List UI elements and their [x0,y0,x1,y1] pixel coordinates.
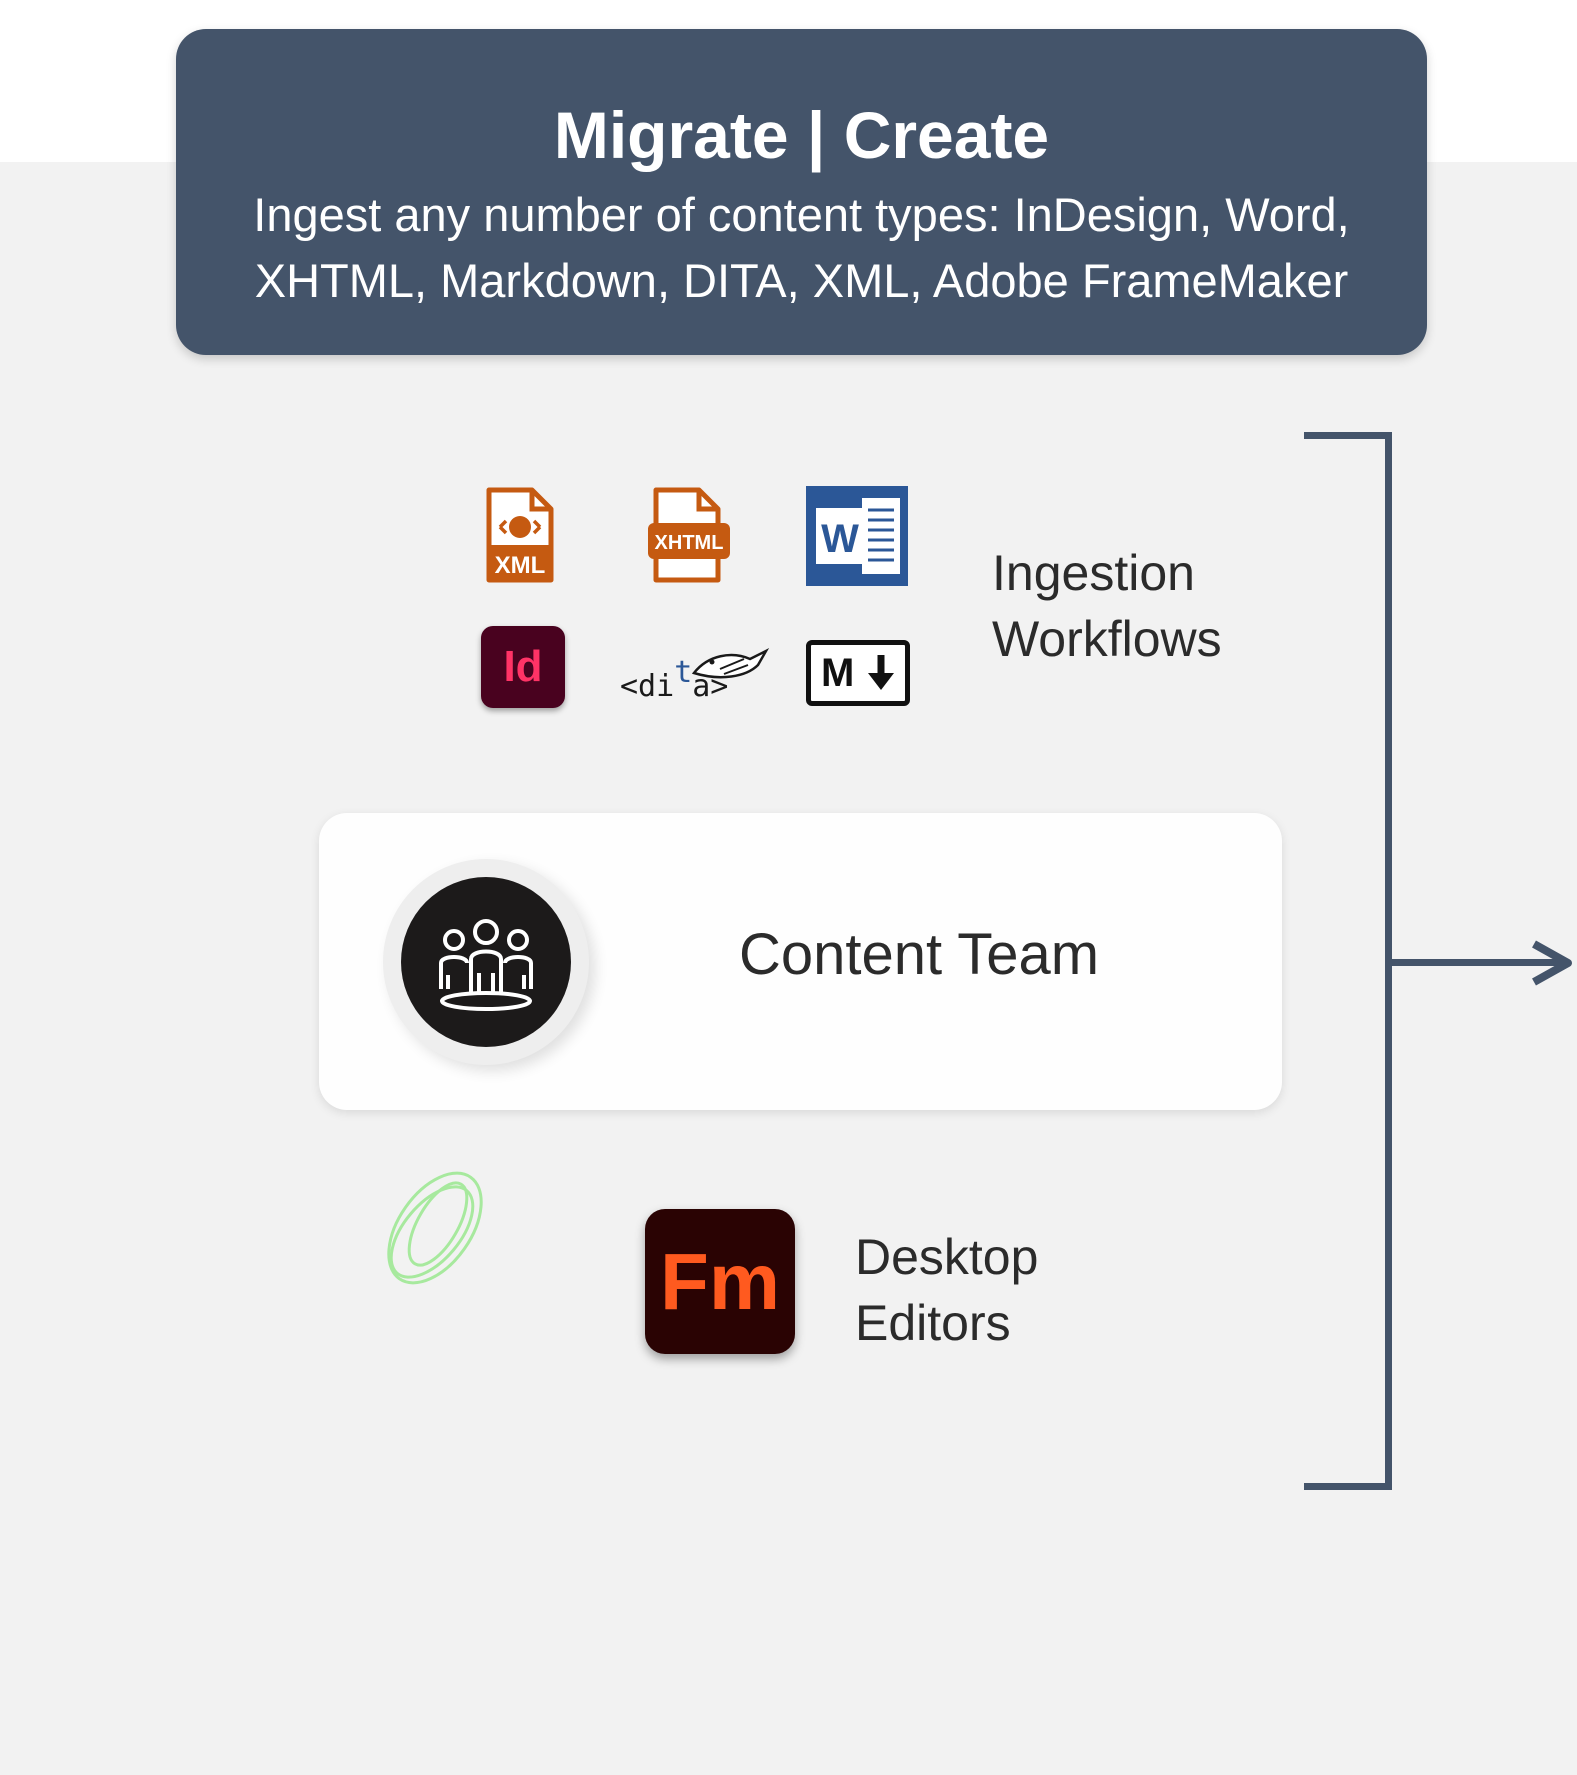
word-icon-text: W [821,517,859,561]
framemaker-icon-text: Fm [660,1237,780,1326]
desktop-editors-label: Desktop Editors [855,1224,1038,1356]
indesign-icon: Id [481,626,565,708]
header-box: Migrate | Create Ingest any number of co… [176,29,1427,355]
connector-line [1392,959,1567,966]
ingestion-label-line1: Ingestion [992,545,1195,601]
bracket-vertical [1385,432,1392,1490]
word-icon: W [806,486,908,586]
xhtml-file-icon: XHTML [648,487,730,583]
ingestion-label-line2: Workflows [992,611,1222,667]
swirl-decoration-icon [387,1171,483,1285]
arrow-right-icon [1532,940,1572,986]
dita-text: <dita> [620,655,729,704]
markdown-icon: M [806,640,910,706]
team-avatar-ring [383,859,589,1065]
content-team-card: Content Team [319,813,1282,1110]
header-title: Migrate | Create [553,98,1050,172]
markdown-icon-text: M [821,651,855,695]
xml-icon-text: XML [495,552,546,579]
ingestion-workflows-label: Ingestion Workflows [992,540,1222,672]
dita-logo-icon: <dita> [620,645,770,705]
xml-file-icon: XML [486,487,554,583]
team-people-icon [439,919,533,1011]
desktop-label-line2: Editors [855,1295,1011,1351]
indesign-icon-text: Id [503,642,543,691]
dita-suffix: a> [692,669,729,704]
framemaker-icon: Fm [645,1209,795,1354]
xhtml-icon-text: XHTML [655,532,724,554]
desktop-label-line1: Desktop [855,1229,1039,1285]
bracket-top [1304,432,1392,439]
bird-icon [691,648,770,679]
header-subtitle: Ingest any number of content types: InDe… [253,187,1350,307]
dita-prefix: <di [620,669,675,704]
content-team-label: Content Team [739,922,1100,987]
bracket-bottom [1304,1483,1392,1490]
arrow-down-icon [868,655,894,690]
team-avatar [401,877,571,1047]
dita-t: t [674,655,693,690]
